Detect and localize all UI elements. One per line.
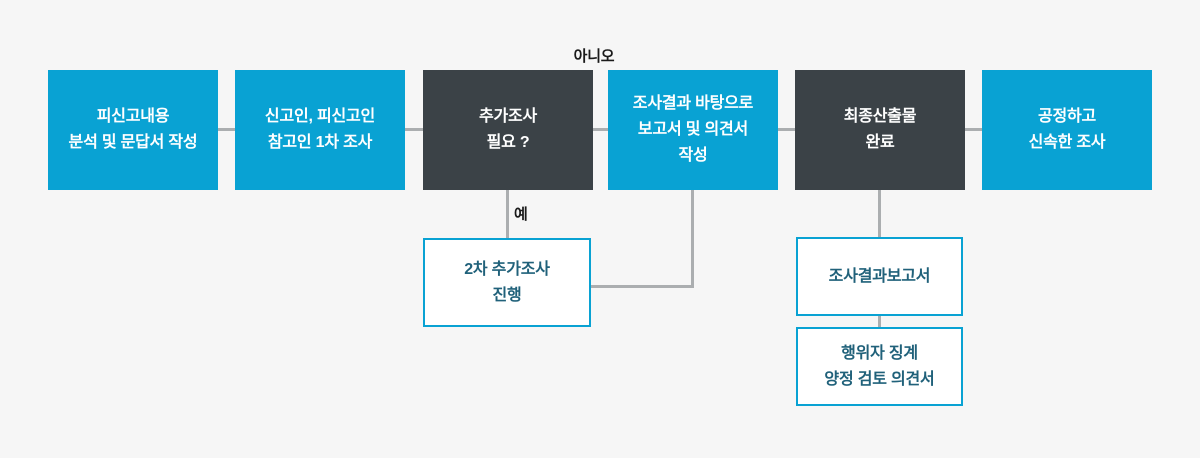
step-fair-speedy-investigation: 공정하고 신속한 조사 [982, 70, 1152, 190]
connector-final-output-to-result-report [878, 190, 881, 237]
connector-step4-step5 [778, 128, 795, 131]
connector-second-investigation-to-report [591, 285, 694, 288]
connector-result-report-to-opinion [878, 316, 881, 327]
connector-decision-to-second-investigation [506, 190, 509, 238]
substep-investigation-result-report: 조사결과보고서 [796, 237, 963, 316]
connector-report-vertical [691, 190, 694, 288]
step-first-investigation: 신고인, 피신고인 참고인 1차 조사 [235, 70, 405, 190]
step-report-writing: 조사결과 바탕으로 보고서 및 의견서 작성 [608, 70, 778, 190]
step-complaint-analysis: 피신고내용 분석 및 문답서 작성 [48, 70, 218, 190]
connector-step1-step2 [218, 128, 235, 131]
connector-step5-step6 [965, 128, 982, 131]
connector-step3-step4 [593, 128, 608, 131]
step-final-output: 최종산출물 완료 [795, 70, 965, 190]
step-additional-investigation-decision: 추가조사 필요 ? [423, 70, 593, 190]
connector-step2-step3 [405, 128, 423, 131]
substep-second-additional-investigation: 2차 추가조사 진행 [423, 238, 591, 327]
branch-label-yes: 예 [514, 206, 528, 223]
branch-label-no: 아니오 [573, 48, 615, 65]
substep-disciplinary-review-opinion: 행위자 징계 양정 검토 의견서 [796, 327, 963, 406]
